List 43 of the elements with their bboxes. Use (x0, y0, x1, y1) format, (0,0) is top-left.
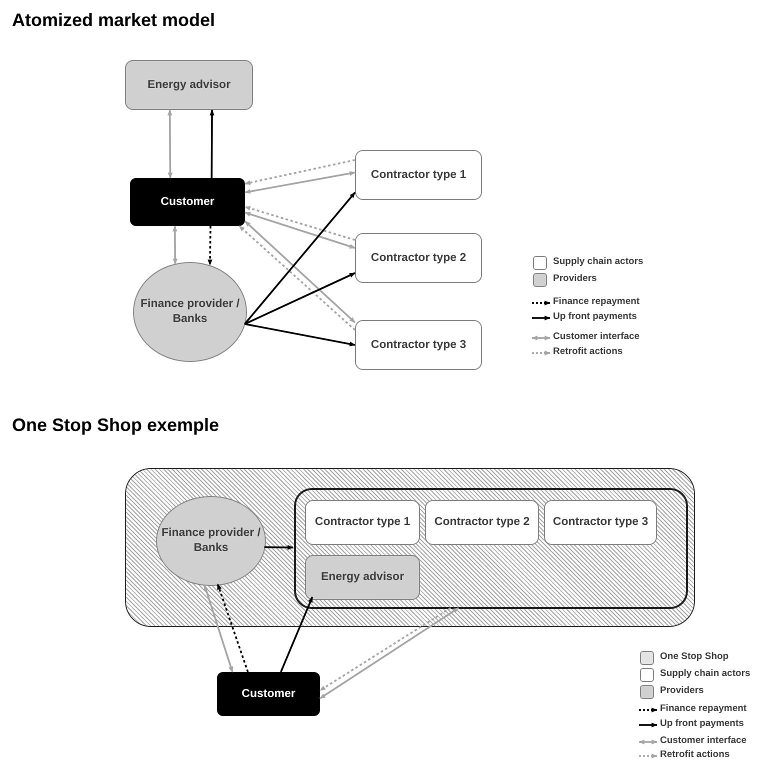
contractor-box: Contractor type 2 (425, 500, 539, 545)
section-title: One Stop Shop exemple (12, 415, 220, 436)
customer-box: Customer (217, 672, 320, 716)
provider-box: Energy advisor (125, 60, 253, 110)
contractor-box: Contractor type 3 (544, 500, 657, 545)
legend-label: Customer interface (553, 331, 640, 342)
finance-ellipse: Finance provider / Banks (133, 262, 247, 362)
arrow (210, 109, 214, 178)
arrow (244, 206, 356, 241)
arrow (244, 159, 356, 185)
finance-ellipse: Finance provider / Banks (156, 496, 266, 586)
legend-label: Supply chain actors (553, 256, 644, 267)
legend-label: Up front payments (660, 718, 744, 729)
contractor-box: Contractor type 1 (305, 500, 420, 545)
arrow (244, 171, 356, 194)
arrow (172, 225, 178, 265)
arrow (244, 323, 356, 346)
legend-label: One Stop Shop (660, 651, 729, 662)
legend-label: Providers (660, 685, 704, 696)
legend-label: Retrofit actions (553, 346, 623, 357)
legend-label: Providers (553, 273, 597, 284)
arrow (204, 584, 234, 673)
arrow (244, 272, 356, 325)
arrow (208, 226, 212, 266)
arrow (167, 109, 173, 179)
legend-label: Finance repayment (553, 296, 640, 307)
contractor-box: Contractor type 2 (355, 233, 482, 283)
arrow (216, 584, 249, 672)
contractor-box: Contractor type 1 (355, 150, 482, 200)
one-stop-shop-area (125, 468, 695, 627)
legend-label: Customer interface (660, 735, 747, 746)
arrow (244, 212, 356, 249)
provider-box: Energy advisor (305, 555, 420, 600)
legend-label: Up front payments (553, 311, 637, 322)
diagram-title: Atomized market model (12, 10, 216, 31)
contractor-box: Contractor type 3 (355, 320, 482, 370)
arrow (280, 596, 314, 672)
legend-label: Supply chain actors (660, 668, 750, 679)
legend-label: Retrofit actions (660, 749, 730, 760)
customer-box: Customer (130, 178, 245, 226)
arrow (244, 192, 356, 325)
legend-label: Finance repayment (660, 703, 747, 714)
contractor-group-box (294, 488, 688, 609)
